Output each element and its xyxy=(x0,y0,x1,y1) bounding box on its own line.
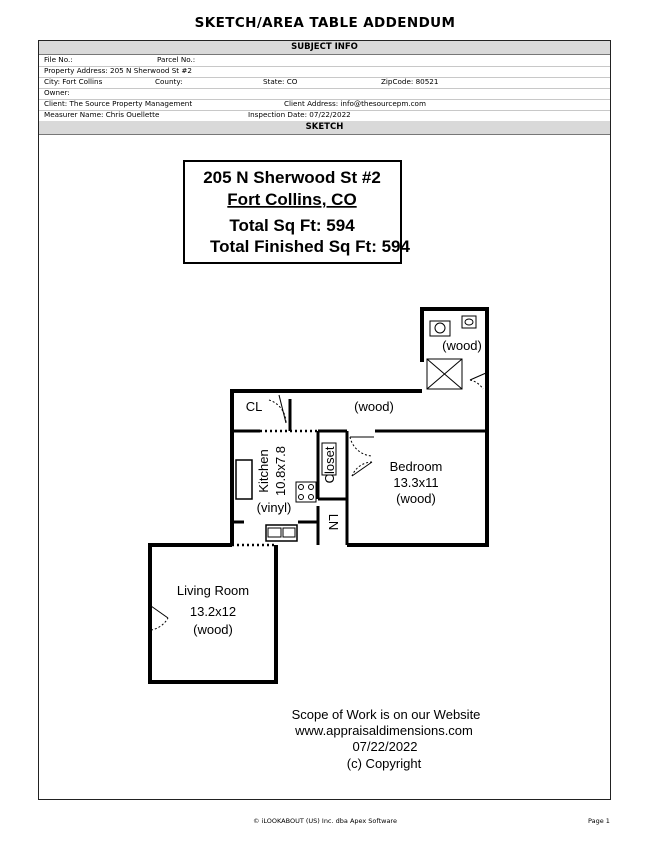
kitchen-floor-label: (vinyl) xyxy=(257,500,292,515)
subject-row-owner: Owner: xyxy=(39,88,610,100)
closet-label: Closet xyxy=(322,446,337,483)
bath-sink xyxy=(461,315,477,329)
kitchen-dims-label: 10.8x7.8 xyxy=(273,446,288,496)
footer-page-number: Page 1 xyxy=(588,817,610,825)
state: State: CO xyxy=(263,77,298,86)
shower-fixture xyxy=(426,358,463,390)
kitchen-name-label: Kitchen xyxy=(256,449,271,492)
summary-finished-sqft: Total Finished Sq Ft: 594 xyxy=(210,237,410,256)
summary-box xyxy=(183,160,402,264)
scope-note-line4: (c) Copyright xyxy=(347,756,422,771)
file-no: File No.: xyxy=(44,55,73,64)
ln-label: LN xyxy=(326,514,341,531)
sketch-header: SKETCH xyxy=(39,121,610,135)
subject-info-header: SUBJECT INFO xyxy=(39,41,610,55)
subject-row-city: City: Fort Collins County: State: CO Zip… xyxy=(39,77,610,89)
bath-floor-label: (wood) xyxy=(442,338,482,353)
bedroom-floor-label: (wood) xyxy=(396,491,436,506)
document-title: SKETCH/AREA TABLE ADDENDUM xyxy=(194,15,456,31)
zipcode: ZipCode: 80521 xyxy=(381,77,439,86)
hall-floor-label: (wood) xyxy=(354,399,394,414)
scope-note-line3: 07/22/2022 xyxy=(352,739,417,754)
summary-address: 205 N Sherwood St #2 xyxy=(203,168,381,187)
subject-row-file: File No.: Parcel No.: xyxy=(39,55,610,67)
kitchen-counter xyxy=(235,459,253,500)
living-room-dims-label: 13.2x12 xyxy=(190,604,236,619)
client: Client: The Source Property Management xyxy=(44,99,193,108)
inspection-date: Inspection Date: 07/22/2022 xyxy=(248,110,351,119)
parcel-no: Parcel No.: xyxy=(157,55,196,64)
toilet-tank xyxy=(429,320,451,337)
scope-note-line1: Scope of Work is on our Website xyxy=(292,707,481,722)
kitchen-sink xyxy=(265,524,298,542)
scope-note-line2: www.appraisaldimensions.com xyxy=(294,723,473,738)
closet-shelf xyxy=(321,442,337,476)
exterior-walls xyxy=(148,307,489,684)
summary-total-sqft: Total Sq Ft: 594 xyxy=(229,216,355,235)
fixtures xyxy=(235,315,477,542)
owner: Owner: xyxy=(44,88,70,97)
subject-row-client: Client: The Source Property Management C… xyxy=(39,99,610,111)
addendum-frame: SUBJECT INFO File No.: Parcel No.: Prope… xyxy=(38,40,611,800)
property-address: Property Address: 205 N Sherwood St #2 xyxy=(44,66,192,75)
summary-city: Fort Collins, CO xyxy=(227,190,356,209)
county: County: xyxy=(155,77,183,86)
subject-row-address: Property Address: 205 N Sherwood St #2 xyxy=(39,66,610,78)
living-room-floor-label: (wood) xyxy=(193,622,233,637)
doors xyxy=(150,372,487,631)
toilet-bowl xyxy=(434,322,446,334)
interior-walls xyxy=(232,399,487,545)
living-room-name-label: Living Room xyxy=(177,583,249,598)
open-walls xyxy=(232,429,318,547)
bedroom-name-label: Bedroom xyxy=(390,459,443,474)
bedroom-dims-label: 13.3x11 xyxy=(393,475,438,490)
measurer-name: Measurer Name: Chris Ouellette xyxy=(44,110,160,119)
footer-credit: © iLOOKABOUT (US) Inc. dba Apex Software xyxy=(253,817,397,825)
range-stove xyxy=(295,481,317,503)
client-address: Client Address: info@thesourcepm.com xyxy=(284,99,426,108)
city: City: Fort Collins xyxy=(44,77,103,86)
cl-label: CL xyxy=(246,399,263,414)
